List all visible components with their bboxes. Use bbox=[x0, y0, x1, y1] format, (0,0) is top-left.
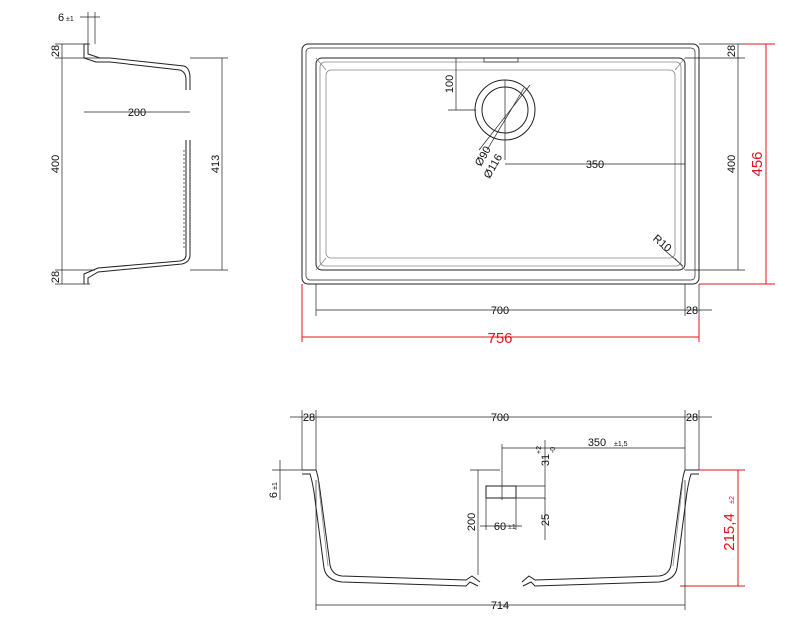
side-dim-28-bottom: 28 bbox=[50, 271, 62, 283]
top-dim-r10: R10 bbox=[650, 233, 673, 255]
sec-dim-215: 215,4 bbox=[721, 513, 738, 551]
sec-dim-6: 6 bbox=[268, 492, 280, 498]
side-dim-400: 400 bbox=[50, 155, 62, 173]
top-view: 100 Ø90 Ø116 350 R10 28 400 456 700 28 7… bbox=[301, 43, 775, 347]
side-dim-6: 6 bbox=[58, 12, 64, 24]
top-dim-28-bottom: 28 bbox=[686, 305, 698, 317]
sec-dim-714: 714 bbox=[491, 600, 509, 612]
section-view: 28 700 28 350 ±1,5 31 +2 -0 6 ±1 200 60 … bbox=[268, 410, 745, 612]
sec-dim-60: 60 bbox=[494, 521, 506, 533]
side-dim-200: 200 bbox=[128, 107, 146, 119]
sec-dim-31: 31 bbox=[540, 454, 552, 466]
top-dim-350: 350 bbox=[586, 159, 604, 171]
side-dim-6-tol: ±1 bbox=[66, 16, 74, 23]
sec-dim-350: 350 bbox=[588, 437, 606, 449]
sec-dim-60-tol: ±1 bbox=[508, 524, 516, 531]
sec-dim-6-tol: ±1 bbox=[272, 482, 279, 490]
sec-dim-28-left: 28 bbox=[303, 412, 315, 424]
sec-dim-25: 25 bbox=[540, 514, 552, 526]
sec-dim-700: 700 bbox=[491, 412, 509, 424]
sec-dim-31-tol-plus: +2 bbox=[536, 446, 543, 454]
side-dim-28-top: 28 bbox=[50, 45, 62, 57]
sec-dim-28-right: 28 bbox=[686, 412, 698, 424]
top-dim-400: 400 bbox=[726, 155, 738, 173]
top-dim-700: 700 bbox=[491, 305, 509, 317]
top-dim-756: 756 bbox=[487, 330, 512, 347]
sec-dim-350-tol: ±1,5 bbox=[614, 441, 628, 448]
side-view: 6 ±1 28 400 28 200 413 bbox=[50, 12, 228, 285]
top-dim-28-right: 28 bbox=[726, 45, 738, 57]
sec-dim-215-tol: ±2 bbox=[729, 496, 736, 504]
sec-dim-200: 200 bbox=[466, 513, 478, 531]
sec-dim-31-tol-minus: -0 bbox=[550, 447, 557, 453]
side-dim-413: 413 bbox=[210, 155, 222, 173]
top-dim-456: 456 bbox=[749, 151, 766, 176]
top-dim-100: 100 bbox=[444, 75, 456, 93]
